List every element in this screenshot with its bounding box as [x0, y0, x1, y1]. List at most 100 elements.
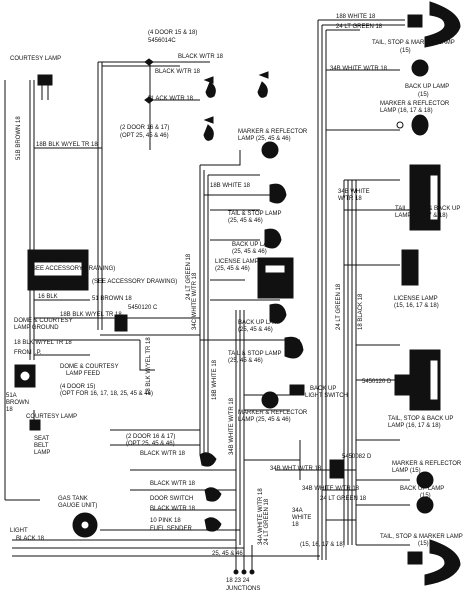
tail-stop-backup-right-label-2: LAMP (16, 17 & 18) [395, 213, 448, 219]
seat-belt-lamp-label-3: LAMP [34, 450, 50, 456]
back-up-lamp-mid-label: BACK UP LAMP [238, 320, 282, 326]
connector-5450120c-icon [114, 314, 128, 332]
wire-label: BLACK W/TR 18 [150, 481, 196, 487]
lens-icon [264, 264, 286, 274]
part-5450082d-label: 5450082 D [342, 454, 372, 460]
license-lamp-center-icon [257, 257, 294, 299]
courtesy-lamp-mid-label: COURTESY LAMP [26, 414, 77, 420]
marker-reflector-center-icon [261, 141, 279, 159]
lens-icon [19, 370, 31, 382]
back-up-light-switch-icon [289, 384, 305, 396]
tail-stop-marker-low-label: TAIL, STOP & MARKER LAMP [380, 534, 463, 540]
part-5456014c-label: 5456014C [148, 38, 176, 44]
junction-icon [233, 569, 239, 575]
connector-top-2-icon [257, 71, 269, 98]
gauge-center-icon [80, 520, 90, 530]
back-up-light-switch-label: BACK UP [310, 386, 336, 392]
back-up-lamp-top-icon [411, 59, 429, 77]
marker-reflector-lowright-label-2: LAMP (15) [392, 468, 421, 474]
light-label: LIGHT [10, 528, 28, 534]
back-up-lamp-low-label: BACK UP LAMP [400, 486, 444, 492]
white-34a-label-2: WHITE [292, 515, 311, 521]
tail-stop-marker-lamp-low-icon [424, 539, 461, 586]
tail-stop-backup-low-label: TAIL, STOP & BACK UP [388, 416, 453, 422]
opt-bottom-label: 25, 45 & 46 [212, 551, 243, 557]
brown-51a-label-2: BROWN [6, 400, 29, 406]
license-lamp-right-label: LICENSE LAMP [394, 296, 438, 302]
part-5450120c-label: 5450120 C [128, 305, 158, 311]
wire-label: BLACK W/TR 18 [178, 54, 224, 60]
tail-stop-backup-right-label: TAIL, STOP & BACK UP [395, 206, 460, 212]
connector-br-icon [407, 551, 423, 565]
components [14, 1, 461, 586]
labels: COURTESY LAMP (4 DOOR 15 & 18) 5456014C … [6, 14, 463, 592]
opt-bottom-right-label: (15, 16, 17 & 18) [300, 542, 345, 548]
marker-reflector-right-label: MARKER & REFLECTOR [380, 101, 450, 107]
part-5450120d-label: 5450120 D [362, 379, 392, 385]
brown-51a-label: 51A [6, 393, 17, 399]
wire-label: W/TR 18 [338, 196, 362, 202]
harness-wires [4, 19, 410, 572]
marker-reflector-low-label: MARKER & REFLECTOR [238, 410, 308, 416]
tail-stop-backup-low-label-2: LAMP (16, 17 & 18) [388, 423, 441, 429]
marker-reflector-lowright-label: MARKER & REFLECTOR [392, 461, 462, 467]
tail-stop-center-low-opt: (25, 45 & 46) [228, 358, 263, 364]
wire-label: 24 LT GREEN 18 [320, 496, 367, 502]
opt-mid-label: (OPT FOR 16, 17, 18, 25, 45 & 46) [60, 391, 153, 397]
seat-belt-lamp-label-2: BELT [34, 443, 49, 449]
tail-stop-lamp-center-low-icon [284, 336, 304, 359]
opt-top-label: (OPT 25, 45 & 46) [120, 133, 169, 139]
wire-label: BLACK W/TR 18 [148, 96, 194, 102]
lens-icon [33, 261, 83, 277]
tail-stop-marker-top-opt: (15) [400, 48, 411, 54]
license-lamp-right-icon [401, 249, 419, 286]
wire-label: BLACK W/TR 18 [140, 451, 186, 457]
connector-low-icon [199, 452, 217, 467]
wire-label: 34A WHITE W/TR 18 [258, 488, 264, 545]
fuel-sender-label: FUEL SENDER [150, 526, 192, 532]
tail-stop-center-label: TAIL & STOP LAMP [228, 211, 281, 217]
connector-5450120d-icon [394, 374, 412, 396]
back-up-lamp-mid-opt: (25, 45 & 46) [238, 327, 273, 333]
wire-label: 10 PINK 18 [150, 518, 181, 524]
junction-nums-label: 18 23 24 [226, 578, 250, 584]
courtesy-lamp-top-label: COURTESY LAMP [10, 56, 61, 62]
marker-reflector-right-icon [411, 114, 429, 136]
junction-icon [241, 569, 247, 575]
back-up-lamp-low-opt: (15) [420, 493, 431, 499]
back-up-lamp-top-opt: (15) [418, 92, 429, 98]
back-up-lamp-center-label: BACK UP LAMP [232, 242, 276, 248]
wire-label: 24 LT GREEN 18 [336, 24, 383, 30]
door-switch-label: DOOR SWITCH [150, 496, 193, 502]
back-up-lamp-mid-icon [269, 303, 287, 324]
door-4-top-label: (4 DOOR 15 & 18) [148, 30, 197, 36]
wire-label: 24 LT GREEN 18 [336, 283, 342, 330]
wire-label: 34C WHITE W/TR 18 [192, 272, 198, 330]
marker-reflector-lowright-icon [416, 471, 434, 489]
socket-icon [396, 121, 404, 129]
brown-51a-label-3: 18 [6, 407, 13, 413]
back-up-lamp-center-icon [264, 228, 282, 249]
marker-reflector-center-label: MARKER & REFLECTOR [238, 129, 308, 135]
door-2-low-label: (2 DOOR 16 & 17) [126, 434, 175, 440]
wire-label: 18B BLK W/YEL TR 18 [36, 142, 98, 148]
marker-reflector-right-label-2: LAMP (16, 17 & 18) [380, 108, 433, 114]
wire-label: 188 WHITE 18 [336, 14, 376, 20]
dome-courtesy-feed-label-2: LAMP FEED [66, 371, 101, 377]
from-ip-label: FROM I.P. [14, 350, 42, 356]
wire-label: 18B WHITE 18 [212, 359, 218, 400]
courtesy-lamp-top-icon [37, 74, 53, 100]
marker-reflector-low-label-2: LAMP (25, 45 & 46) [238, 417, 291, 423]
wire-label: 18 BLACK 18 [358, 293, 364, 330]
tail-stop-center-low-label: TAIL & STOP LAMP [228, 351, 281, 357]
wire-label: 18B WHITE 18 [210, 183, 251, 189]
splice-icon [144, 96, 154, 104]
connector-top-1-icon [203, 76, 216, 98]
wire-label: 34B WHITE [338, 189, 370, 195]
wire-label: 34B WHITE W/TR 18 [229, 397, 235, 455]
back-up-lamp-low-icon [416, 496, 434, 514]
wire-label: 51 BROWN 18 [92, 296, 132, 302]
connector-top-3-icon [203, 116, 214, 141]
door-switch-icon [204, 487, 222, 502]
